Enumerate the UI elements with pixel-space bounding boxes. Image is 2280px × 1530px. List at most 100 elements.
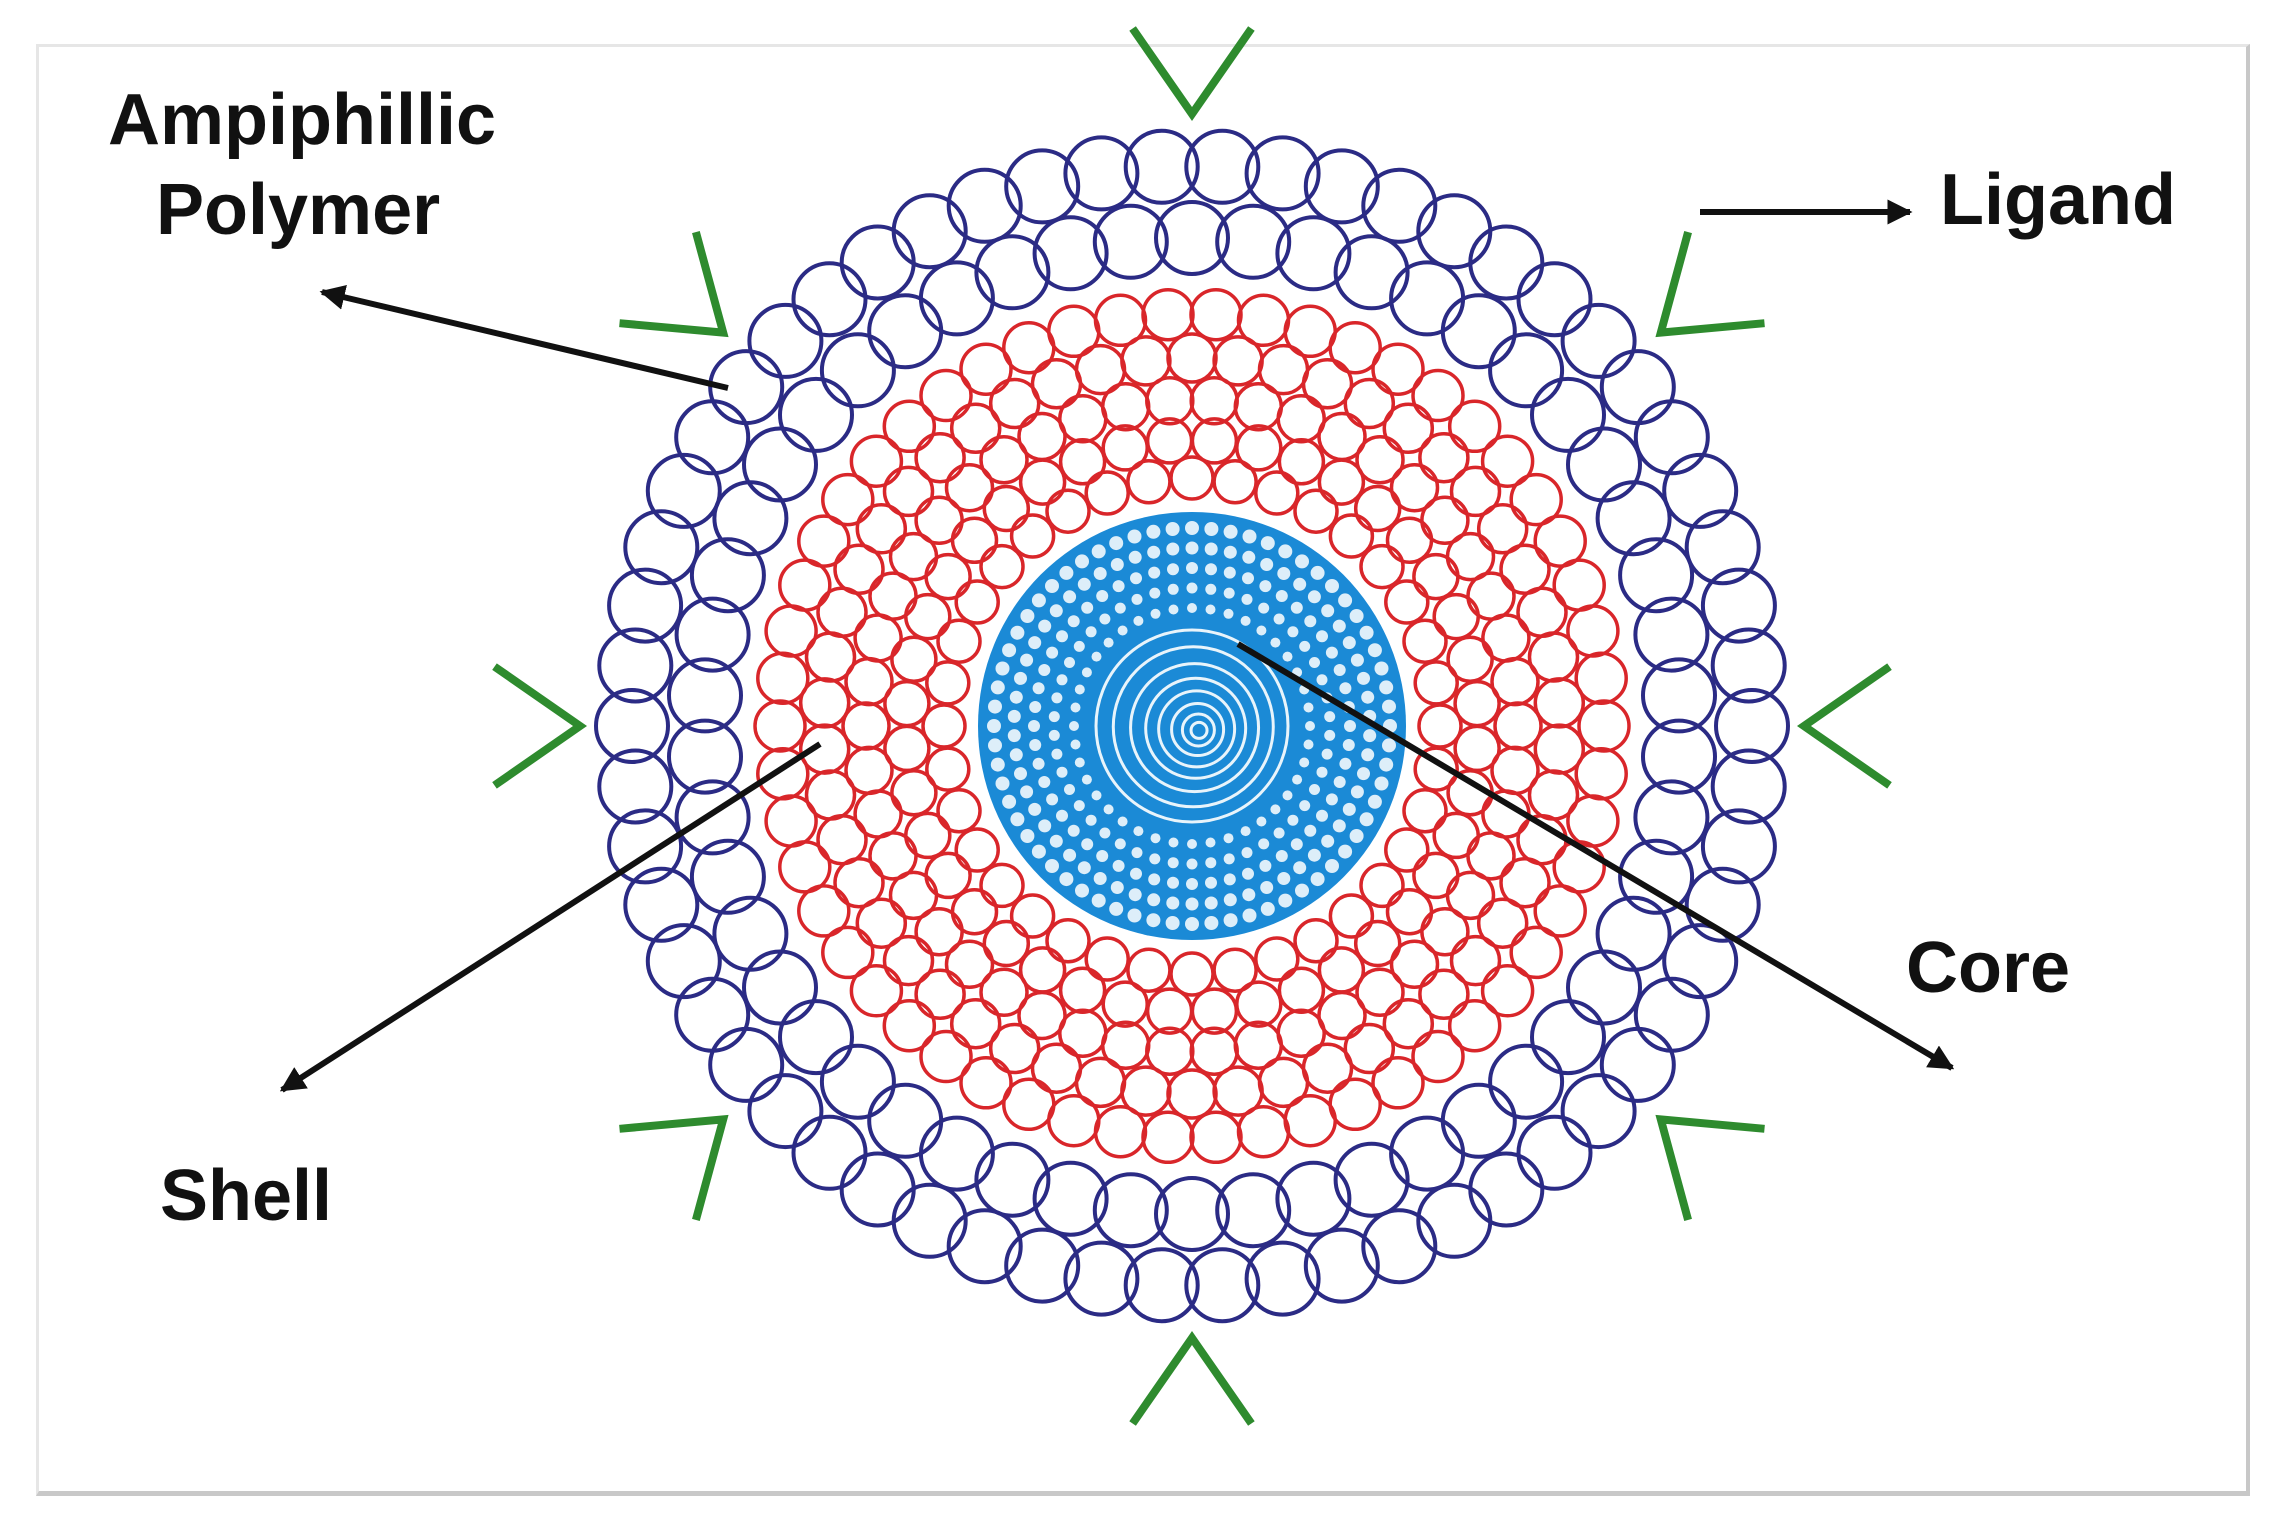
shell-bead <box>1382 997 1435 1050</box>
polymer-bead <box>742 426 818 503</box>
core-bead <box>1148 873 1161 886</box>
core-bead <box>1028 720 1040 732</box>
polymer-bead <box>819 332 896 409</box>
core-bead <box>1081 838 1094 851</box>
polymer-bead <box>1440 293 1517 370</box>
shell-bead <box>821 472 875 527</box>
core-bead <box>1258 838 1270 850</box>
shell-bead <box>1084 936 1130 982</box>
core-bead <box>1186 582 1198 594</box>
shell-bead <box>883 679 931 728</box>
shell-bead <box>921 703 967 749</box>
shell-bead <box>944 939 995 990</box>
core-bead <box>1093 567 1107 580</box>
core-bead <box>1299 800 1311 812</box>
shell-bead <box>1045 488 1091 534</box>
polymer-bead <box>1618 838 1695 915</box>
shell-bead <box>1447 998 1502 1053</box>
polymer-bead <box>1595 480 1672 557</box>
polymer-bead <box>1092 1172 1169 1249</box>
core-bead <box>1007 729 1021 743</box>
shell-bead <box>936 618 982 664</box>
shell-bead <box>1476 503 1529 555</box>
shell-bead <box>1189 1110 1243 1165</box>
label-ligand: Ligand <box>1940 160 2176 240</box>
core-bead <box>1075 883 1089 898</box>
core-bead <box>1357 767 1370 781</box>
shell-bead <box>1449 465 1502 518</box>
shell-bead <box>914 431 966 484</box>
core-bead <box>1332 619 1346 633</box>
shell-bead <box>1277 438 1326 486</box>
core-bead <box>1074 684 1085 695</box>
polymer-bead <box>1361 167 1438 244</box>
shell-bead <box>1166 332 1218 384</box>
polymer-bead <box>1032 215 1109 292</box>
core-bead <box>1282 651 1293 662</box>
shell-bead <box>919 368 973 423</box>
shell-bead <box>1045 918 1091 964</box>
shell-bead <box>1009 893 1056 939</box>
core-bead <box>990 680 1005 695</box>
shell-bead <box>936 788 982 834</box>
core-ring <box>1180 712 1216 748</box>
core-bead <box>1324 711 1336 723</box>
core-bead <box>1059 872 1074 887</box>
core-bead <box>1349 609 1364 623</box>
shell-bead <box>1301 1042 1354 1094</box>
polymer-bead <box>778 376 854 453</box>
core-bead <box>1051 748 1063 760</box>
ligand-chevron <box>1655 231 1765 338</box>
core-bead <box>1223 873 1236 886</box>
shell-bead <box>1533 514 1587 568</box>
core-bead <box>1130 867 1142 880</box>
shell-bead <box>1385 887 1434 936</box>
shell-bead <box>1359 862 1405 909</box>
polymer-bead <box>1560 302 1637 379</box>
polymer-bead <box>1700 808 1777 885</box>
core-bead <box>1081 601 1094 614</box>
core-bead <box>988 699 1002 714</box>
shell-bead <box>882 399 937 454</box>
shell-bead <box>1432 592 1480 641</box>
polymer-bead <box>597 748 674 825</box>
shell-bead <box>1212 459 1258 505</box>
polymer-bead <box>1184 128 1261 205</box>
core-bead <box>1339 682 1352 695</box>
shell-bead <box>1236 1104 1291 1159</box>
core-bead <box>1099 827 1111 839</box>
core-bead <box>1112 580 1125 593</box>
core-bead <box>1070 739 1081 750</box>
core-bead <box>1133 615 1144 626</box>
polymer-bead <box>1633 976 1710 1053</box>
shell-bead <box>1355 434 1405 485</box>
shell-bead <box>1212 947 1258 993</box>
core-bead <box>1223 913 1238 928</box>
core-bead <box>1127 529 1142 544</box>
core-bead <box>1073 640 1085 652</box>
core-bead <box>1056 766 1068 778</box>
shell-bead <box>1552 840 1606 894</box>
core-bead <box>1205 876 1217 889</box>
shell-bead <box>797 514 851 568</box>
core-bead <box>1223 587 1235 599</box>
polymer-bead <box>1333 1141 1410 1218</box>
core-bead <box>1293 577 1307 591</box>
shell-bead <box>954 579 1000 625</box>
core-bead <box>1073 800 1085 812</box>
shell-bead <box>982 919 1031 968</box>
core-ring <box>1144 676 1248 780</box>
core-bead <box>1260 558 1274 571</box>
polymer-bead <box>1560 1073 1637 1150</box>
polymer-bead <box>674 399 751 476</box>
core-bead <box>1128 888 1142 902</box>
core-bead <box>1310 565 1325 580</box>
polymer-bead <box>747 1073 824 1150</box>
core-bead <box>1242 888 1256 902</box>
core-bead <box>1009 748 1023 762</box>
shell-bead <box>778 558 832 612</box>
core-bead <box>1063 590 1077 604</box>
polymer-bead <box>839 1151 916 1228</box>
core-bead <box>1032 682 1045 695</box>
core-bead <box>1038 776 1051 788</box>
